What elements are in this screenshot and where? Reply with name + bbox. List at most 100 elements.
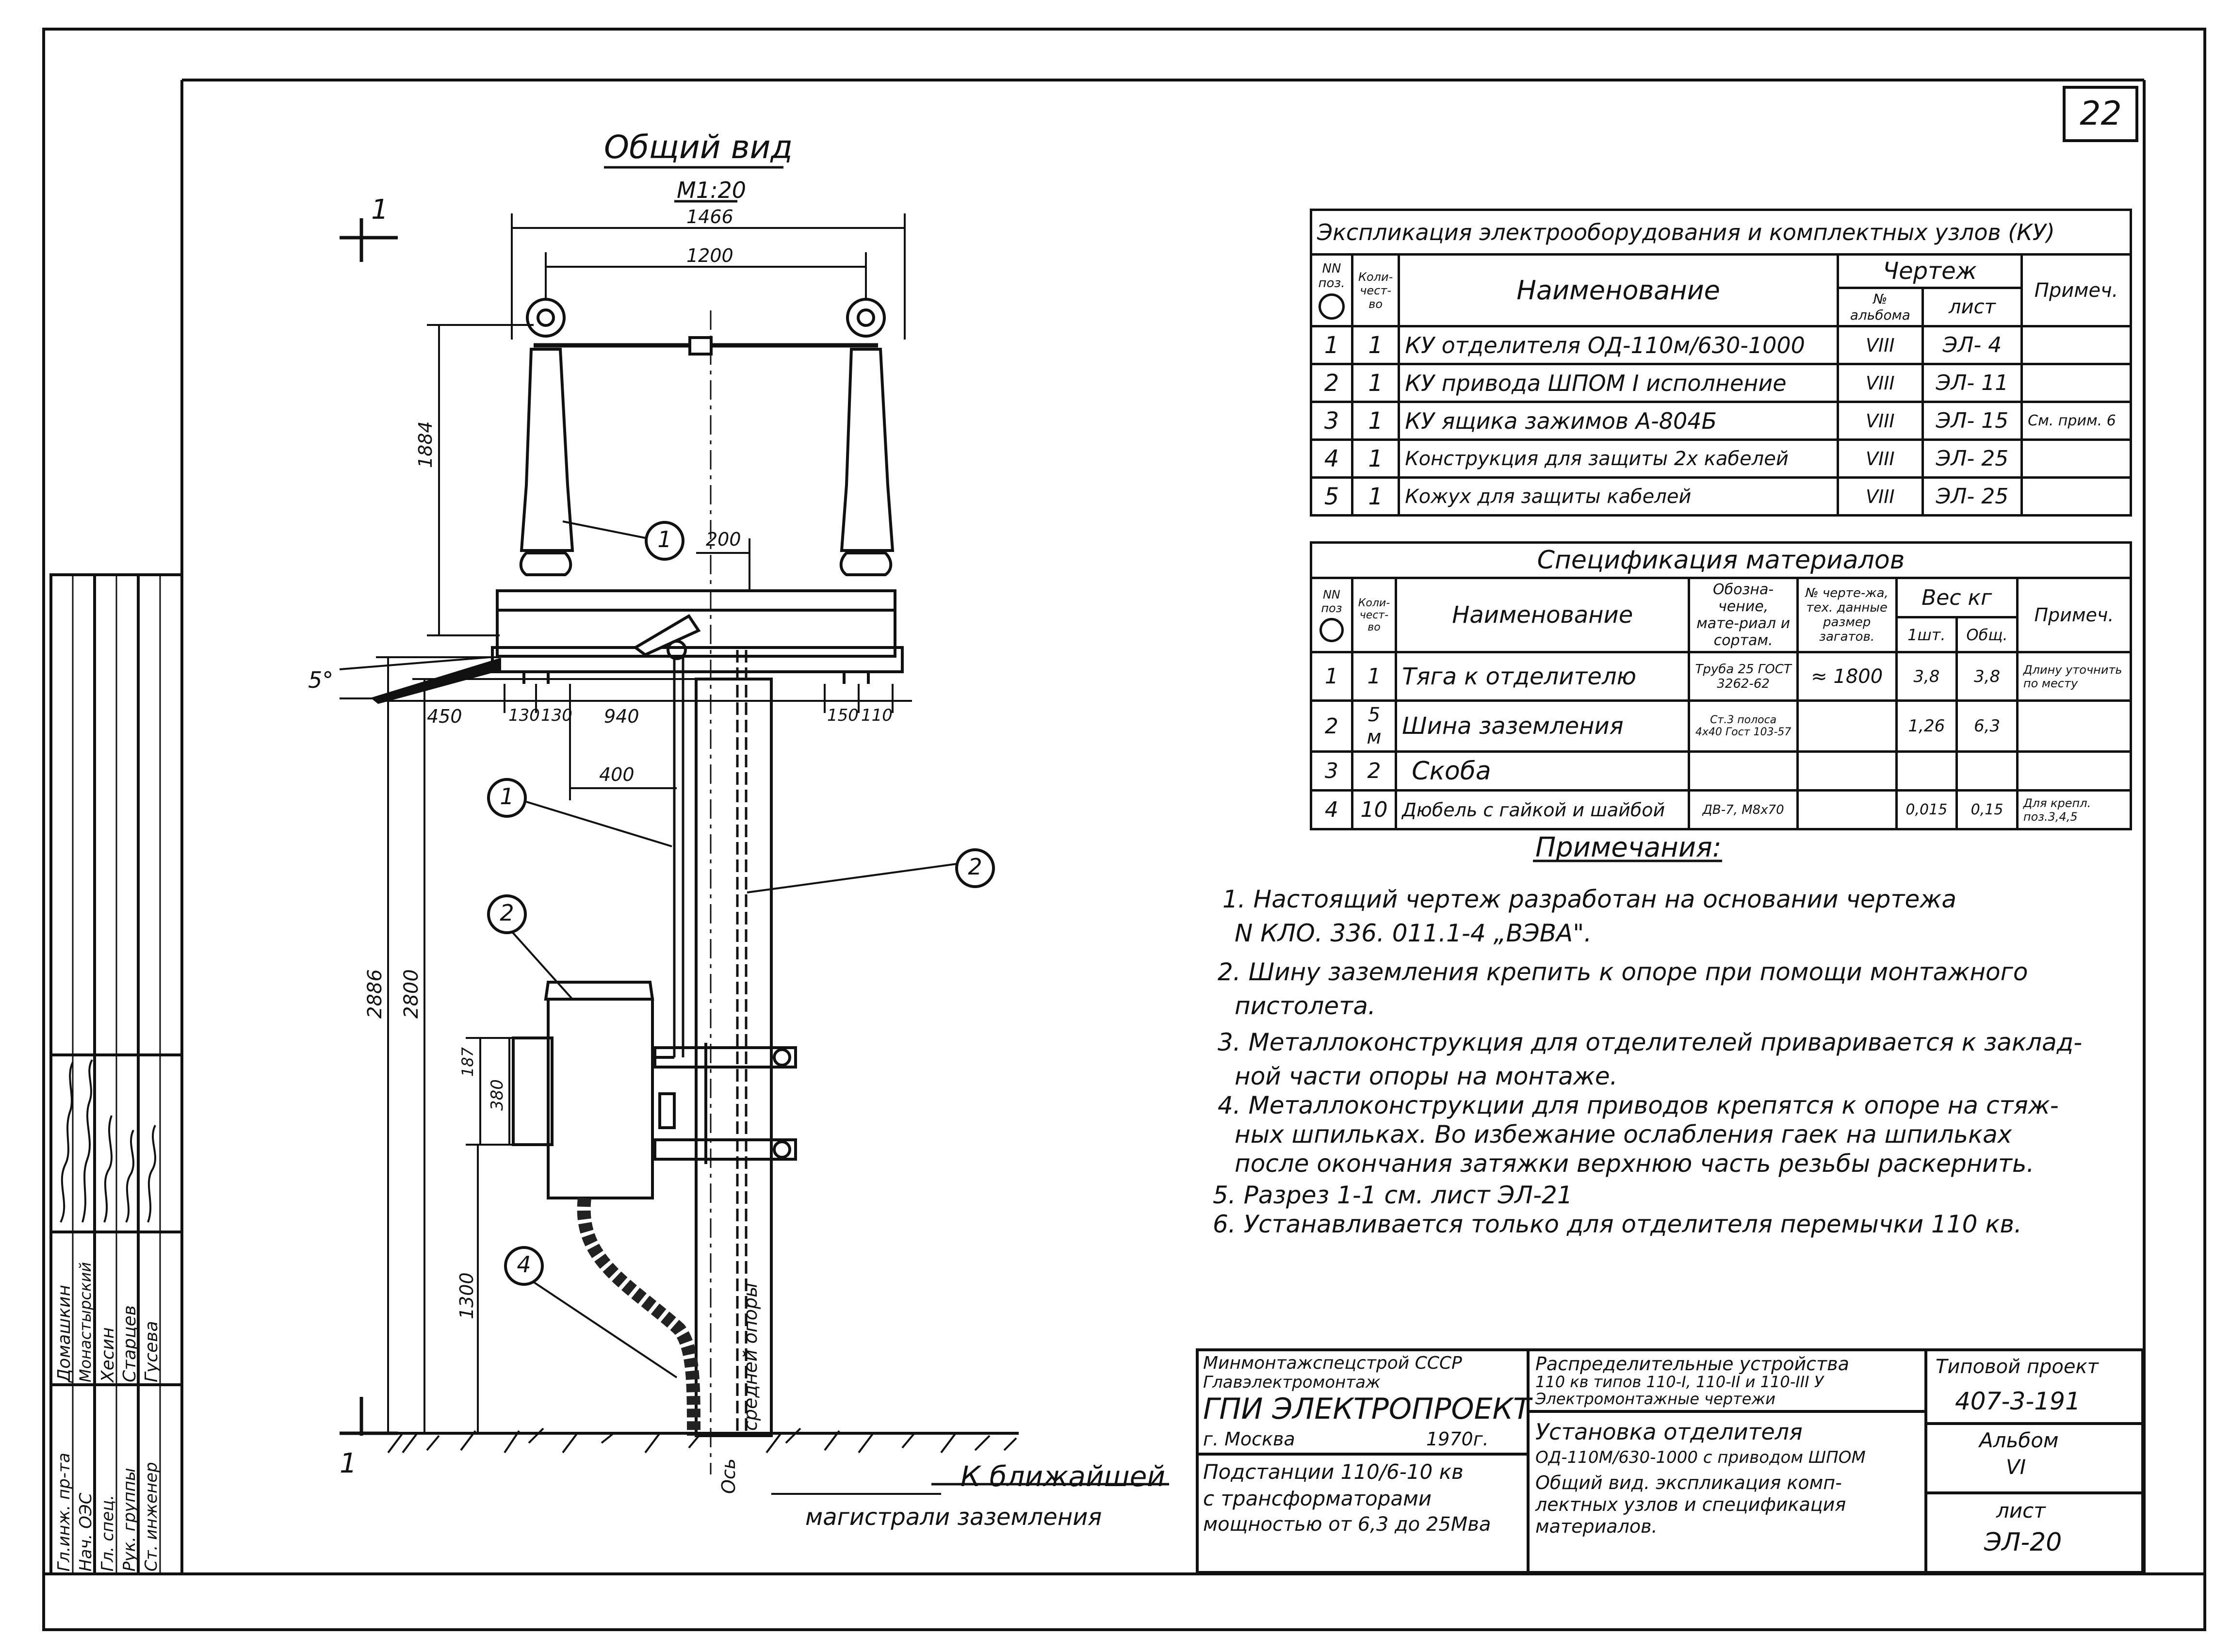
eq-hdr-qty: Коли-чест-во [1351, 253, 1400, 327]
eq-album: VIII [1836, 476, 1924, 517]
note-line: 1. Настоящий чертеж разработан на основа… [1222, 885, 1956, 913]
note-line: N КЛО. 336. 011.1-4 „ВЭВА". [1235, 919, 1592, 947]
mt-qty: 1 [1351, 651, 1398, 702]
callout-1-insulator: 1 [657, 526, 672, 552]
dim-2886: 2886 [364, 969, 386, 1019]
mt-designation [1688, 750, 1799, 792]
mt-hdr-note: Примеч. [2016, 577, 2133, 653]
page-number: 22 [2080, 95, 2122, 133]
eq-hdr-note: Примеч. [2020, 253, 2132, 327]
equipment-row: 1 1 КУ отделителя ОД-110м/630-1000 VIII … [1310, 325, 2132, 365]
eq-qty: 1 [1351, 363, 1400, 403]
equipment-table-title: Экспликация электрооборудования и компле… [1310, 209, 2132, 256]
mt-name: Тяга к отделителю [1395, 651, 1691, 702]
tb-sub-3: мощностью от 6,3 до 25Мва [1203, 1513, 1491, 1536]
axis-label: Ось [718, 1458, 739, 1494]
dim-187: 187 [458, 1047, 477, 1077]
sig-role-4: Рук. группы [120, 1468, 139, 1571]
section-marks [340, 218, 398, 1436]
tables-area: Экспликация электрооборудования и компле… [1310, 209, 2133, 830]
eq-note [2020, 438, 2132, 479]
mt-total: 0,15 [1955, 789, 2019, 830]
eq-note [2020, 325, 2132, 365]
callout-2-bus: 2 [968, 854, 982, 880]
materials-table-title: Спецификация материалов [1310, 541, 2132, 579]
disconnector-assembly [366, 298, 1019, 1474]
view-scale: M1:20 [677, 177, 746, 203]
handwritten-signatures [60, 1059, 156, 1223]
materials-table: Спецификация материалов NN поз Коли-чест… [1310, 541, 2133, 830]
tb-desc-4: лектных узлов и спецификация [1535, 1494, 1846, 1515]
mt-drawing: ≈ 1800 [1796, 651, 1898, 702]
tb-type-label: Типовой проект [1936, 1356, 2099, 1378]
pos-circle-icon [1318, 293, 1345, 320]
mt-total: 3,8 [1955, 651, 2019, 702]
dim-130a: 130 [508, 706, 540, 725]
section-mark-bottom: 1 [340, 1448, 357, 1479]
mt-hdr-name: Наименование [1395, 577, 1691, 653]
eq-hdr-sheet: лист [1921, 287, 2023, 327]
eq-name: КУ отделителя ОД-110м/630-1000 [1398, 325, 1839, 365]
mt-qty: 10 [1351, 789, 1398, 830]
dim-380: 380 [488, 1079, 507, 1111]
tb-city: г. Москва [1203, 1428, 1295, 1450]
eq-sheet: ЭЛ- 11 [1921, 363, 2023, 403]
equipment-row: 5 1 Кожух для защиты кабелей VIII ЭЛ- 25 [1310, 476, 2132, 517]
leader-lines [508, 520, 961, 1495]
eq-album: VIII [1836, 401, 1924, 441]
dim-1466: 1466 [686, 206, 733, 227]
dim-400: 400 [599, 764, 635, 785]
mt-pos: 4 [1310, 789, 1353, 830]
materials-row: 1 1 Тяга к отделителю Труба 25 ГОСТ 3262… [1310, 651, 2133, 702]
tb-desc-2: ОД-110М/630-1000 с приводом ШПОМ [1535, 1448, 1866, 1467]
eq-album: VIII [1836, 325, 1924, 365]
mt-unit: 1,26 [1895, 699, 1958, 753]
ground-label-2: магистрали заземления [805, 1504, 1102, 1531]
eq-sheet: ЭЛ- 25 [1921, 438, 2023, 479]
mt-designation: ДВ-7, М8х70 [1688, 789, 1799, 830]
sig-role-5: Ст. инженер [142, 1462, 161, 1571]
eq-sheet: ЭЛ- 25 [1921, 476, 2023, 517]
sig-name-3: Хесин [98, 1327, 118, 1382]
tb-org-2: Главэлектромонтаж [1203, 1373, 1381, 1392]
eq-sheet: ЭЛ- 4 [1921, 325, 2023, 365]
mt-unit: 3,8 [1895, 651, 1958, 702]
mt-note [2016, 699, 2133, 753]
mt-total: 6,3 [1955, 699, 2019, 753]
mt-note: Для крепл. поз.3,4,5 [2016, 789, 2133, 830]
callout-circles [487, 521, 995, 1286]
eq-hdr-name: Наименование [1398, 253, 1839, 327]
tb-desc-3: Общий вид. экспликация комп- [1535, 1472, 1842, 1493]
eq-pos: 3 [1310, 401, 1353, 441]
title-block-grid [1196, 1348, 2144, 1574]
mt-hdr-designation: Обозна-чение, мате-риал и сортам. [1688, 577, 1799, 653]
equipment-row: 4 1 Конструкция для защиты 2х кабелей VI… [1310, 438, 2132, 479]
mt-name: Шина заземления [1395, 699, 1691, 753]
mt-name: Дюбель с гайкой и шайбой [1395, 789, 1691, 830]
tb-sub-1: Подстанции 110/6-10 кв [1203, 1460, 1464, 1484]
mt-hdr-total: Общ. [1955, 616, 2019, 653]
tb-sub-2: с трансформаторами [1203, 1487, 1432, 1510]
dim-1300: 1300 [456, 1272, 477, 1319]
mt-pos: 1 [1310, 651, 1353, 702]
note-line: после окончания затяжки верхнюю часть ре… [1235, 1150, 2035, 1178]
equipment-table: Экспликация электрооборудования и компле… [1310, 209, 2132, 517]
eq-pos: 2 [1310, 363, 1353, 403]
dim-940: 940 [604, 706, 639, 727]
mt-unit [1895, 750, 1958, 792]
eq-hdr-pos: NN поз. [1310, 253, 1353, 327]
callout-4-hose: 4 [517, 1251, 531, 1278]
materials-row: 2 5 м Шина заземления Ст.3 полоса 4х40 Г… [1310, 699, 2133, 753]
view-title: Общий вид [604, 129, 793, 166]
eq-name: КУ привода ШПОМ I исполнение [1398, 363, 1839, 403]
mt-hdr-weight: Вес кг [1895, 576, 2019, 619]
tb-series-2: 110 кв типов 110-I, 110-II и 110-III У [1535, 1373, 1824, 1391]
eq-name: КУ ящика зажимов А-804Б [1398, 401, 1839, 441]
eq-pos: 4 [1310, 438, 1353, 479]
outer-border [42, 28, 2206, 1631]
eq-pos: 5 [1310, 476, 1353, 517]
equipment-row: 3 1 КУ ящика зажимов А-804Б VIII ЭЛ- 15 … [1310, 401, 2132, 441]
dim-200: 200 [706, 529, 741, 550]
